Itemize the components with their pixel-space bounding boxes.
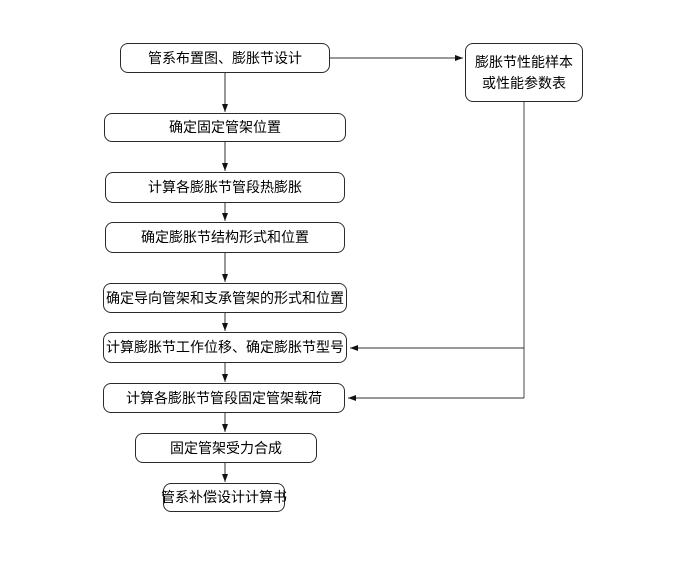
step-label: 固定管架受力合成 [170, 439, 282, 456]
step-box-fixed-support-load-calc: 计算各膨胀节管段固定管架载荷 [103, 383, 345, 413]
step-label: 管系补偿设计计算书 [161, 489, 287, 506]
step-label: 确定膨胀节结构形式和位置 [141, 229, 309, 246]
step-label: 计算各膨胀节管段固定管架载荷 [126, 389, 322, 406]
step-label: 确定固定管架位置 [169, 119, 281, 136]
step-box-fixed-support-force-synthesis: 固定管架受力合成 [135, 433, 317, 463]
side-box-joint-performance-sample: 膨胀节性能样本 或性能参数表 [465, 43, 583, 102]
step-box-working-displacement-model: 计算膨胀节工作位移、确定膨胀节型号 [103, 332, 347, 363]
step-box-guide-support-form-position: 确定导向管架和支承管架的形式和位置 [103, 283, 347, 313]
step-box-joint-structure-position: 确定膨胀节结构形式和位置 [105, 222, 345, 253]
step-box-compensation-design-report: 管系补偿设计计算书 [161, 483, 287, 512]
step-box-fixed-support-position: 确定固定管架位置 [104, 113, 346, 142]
step-label: 管系布置图、膨胀节设计 [148, 49, 302, 66]
step-label: 计算膨胀节工作位移、确定膨胀节型号 [106, 339, 344, 356]
step-box-piping-layout-design: 管系布置图、膨胀节设计 [120, 43, 330, 73]
step-box-thermal-expansion-calc: 计算各膨胀节管段热膨胀 [105, 172, 345, 203]
step-label: 计算各膨胀节管段热膨胀 [148, 179, 302, 196]
side-box-label-line2: 或性能参数表 [482, 74, 566, 91]
side-box-label-line1: 膨胀节性能样本 [475, 54, 573, 71]
step-label: 确定导向管架和支承管架的形式和位置 [106, 289, 344, 306]
